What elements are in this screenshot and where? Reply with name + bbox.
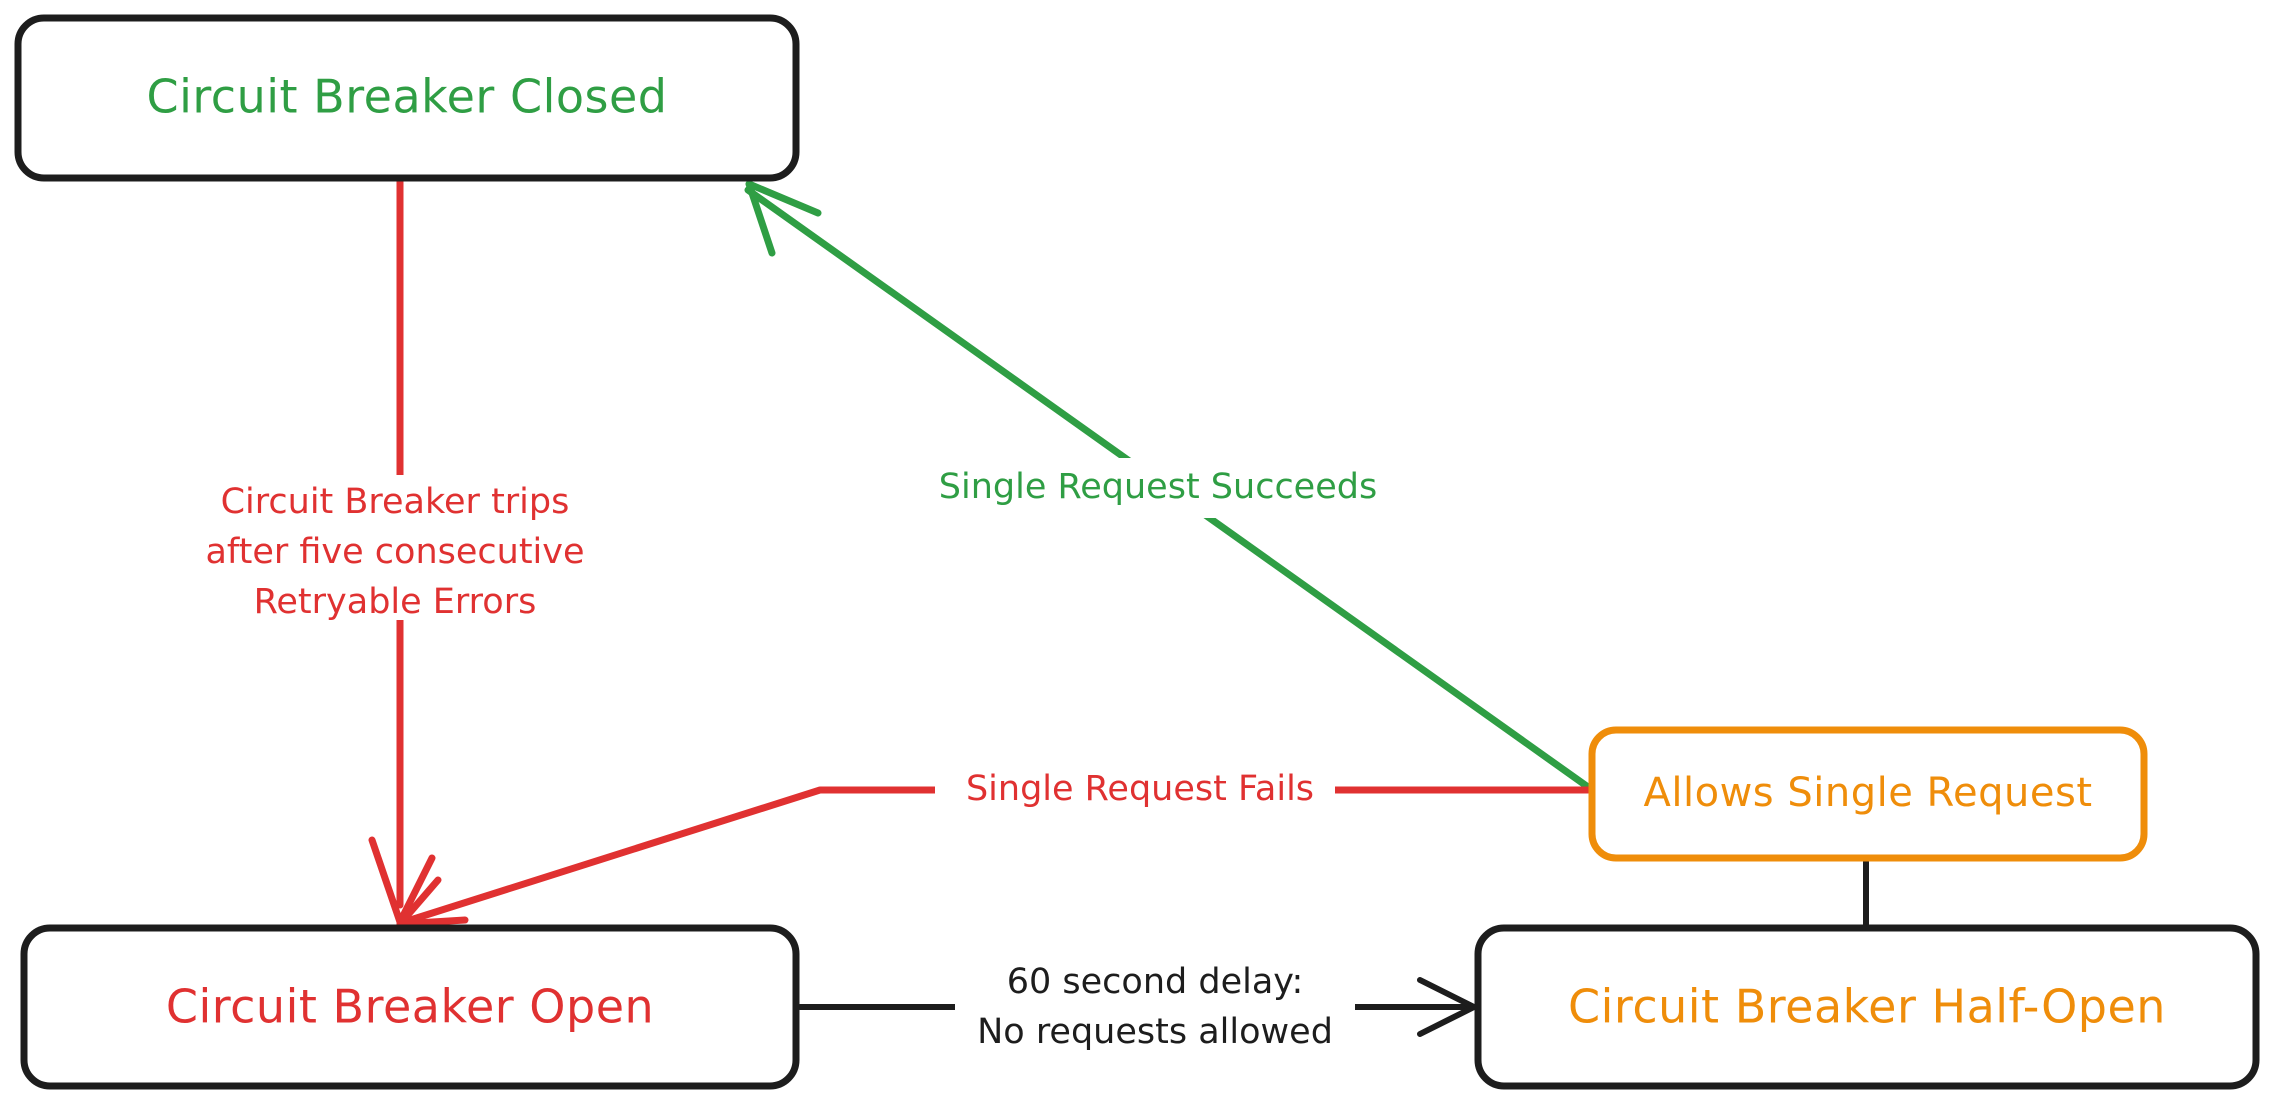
edge-label-allows-to-closed-backdrop [910, 458, 1400, 518]
edge-label-open-to-half-open: 60 second delay: No requests allowed [955, 955, 1355, 1065]
node-allows-single-request[interactable]: Allows Single Request [1588, 726, 2148, 862]
node-allows-single-request-box[interactable] [1588, 726, 2148, 862]
edge-label-open-to-half-open-line-2: No requests allowed [977, 1012, 1333, 1052]
node-circuit-breaker-half-open[interactable]: Circuit Breaker Half-Open [1474, 924, 2260, 1090]
node-circuit-breaker-closed[interactable]: Circuit Breaker Closed [14, 14, 800, 182]
node-allows-single-request-label: Allows Single Request [1644, 770, 2093, 816]
node-circuit-breaker-half-open-label: Circuit Breaker Half-Open [1568, 980, 2166, 1034]
edge-allows-to-open-arrowhead [396, 876, 469, 928]
edge-label-closed-to-open: Circuit Breaker trips after five consecu… [175, 475, 615, 622]
edge-label-allows-to-open-backdrop [935, 762, 1335, 818]
edge-allows-to-closed-arrowhead [745, 180, 822, 257]
edge-label-closed-to-open-line-3: Retryable Errors [254, 582, 537, 622]
edge-label-closed-to-open-line-2: after five consecutive [205, 532, 584, 572]
edge-label-open-to-half-open-line-1: 60 second delay: [1007, 962, 1304, 1002]
node-circuit-breaker-open[interactable]: Circuit Breaker Open [20, 924, 800, 1090]
node-circuit-breaker-half-open-box[interactable] [1474, 924, 2260, 1090]
edge-label-allows-to-open: Single Request Fails [935, 762, 1335, 818]
node-circuit-breaker-open-label: Circuit Breaker Open [166, 980, 654, 1034]
edge-label-allows-to-closed-text: Single Request Succeeds [939, 467, 1377, 507]
edge-open-to-half-open-arrowhead [1417, 977, 1477, 1037]
edge-label-closed-to-open-backdrop [175, 475, 615, 620]
node-circuit-breaker-closed-label: Circuit Breaker Closed [147, 70, 668, 124]
edge-label-allows-to-closed: Single Request Succeeds [910, 458, 1400, 518]
edge-label-closed-to-open-line-1: Circuit Breaker trips [221, 482, 570, 522]
node-circuit-breaker-closed-box[interactable] [14, 14, 800, 182]
edge-label-allows-to-open-text: Single Request Fails [966, 769, 1314, 809]
edge-label-open-to-half-open-backdrop [955, 955, 1355, 1065]
node-circuit-breaker-open-box[interactable] [20, 924, 800, 1090]
